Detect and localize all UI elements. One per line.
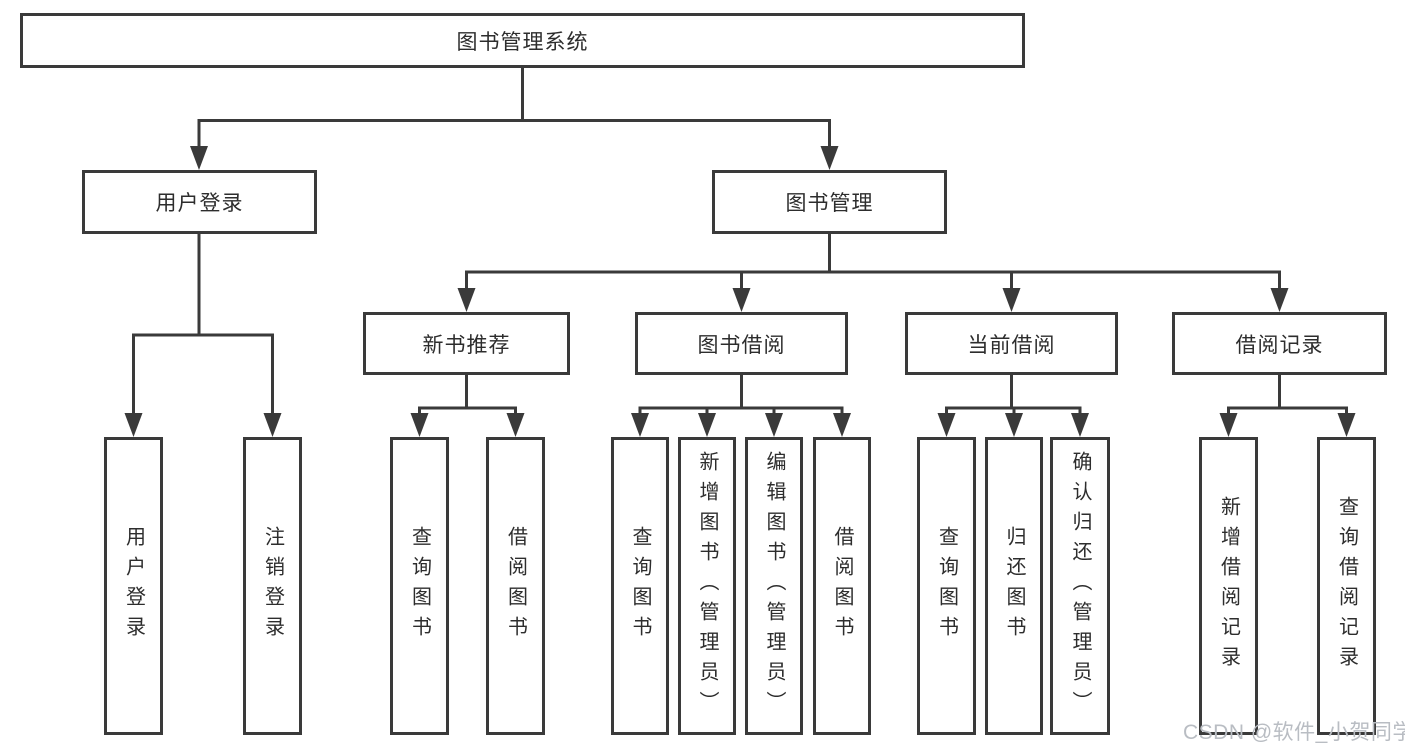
node-label: 查询图书 [629, 526, 651, 646]
leaf-query-books-current: 查询图书 [917, 437, 976, 735]
leaf-borrow-books-borrow: 借阅图书 [813, 437, 871, 735]
node-label: 查询图书 [408, 526, 431, 646]
node-label: 注销登录 [261, 526, 284, 646]
node-current-borrow: 当前借阅 [905, 312, 1118, 375]
node-label: 借阅图书 [504, 526, 527, 646]
node-label: 当前借阅 [967, 333, 1056, 357]
leaf-query-books-borrow: 查询图书 [611, 437, 669, 735]
node-label: 新增图书（管理员） [696, 451, 718, 721]
node-library-system: 图书管理系统 [20, 13, 1025, 68]
node-label: 图书管理系统 [456, 30, 589, 54]
leaf-edit-book-admin: 编辑图书（管理员） [745, 437, 803, 735]
leaf-confirm-return-admin: 确认归还（管理员） [1050, 437, 1110, 735]
node-new-book-recommend: 新书推荐 [363, 312, 570, 375]
node-label: 查询图书 [935, 526, 958, 646]
node-label: 确认归还（管理员） [1069, 451, 1091, 721]
node-borrow-records: 借阅记录 [1172, 312, 1387, 375]
leaf-logout: 注销登录 [243, 437, 302, 735]
node-label: 借阅记录 [1235, 333, 1324, 357]
node-label: 借阅图书 [831, 526, 853, 646]
leaf-return-books: 归还图书 [985, 437, 1043, 735]
node-label: 图书借阅 [697, 333, 786, 357]
leaf-user-login: 用户登录 [104, 437, 163, 735]
node-label: 归还图书 [1003, 526, 1025, 646]
leaf-borrow-books-recommend: 借阅图书 [486, 437, 545, 735]
leaf-add-book-admin: 新增图书（管理员） [678, 437, 736, 735]
node-label: 新增借阅记录 [1217, 496, 1240, 676]
node-user-login: 用户登录 [82, 170, 317, 234]
watermark: CSDN @软件_小贺同学 [1183, 721, 1405, 744]
node-label: 用户登录 [155, 192, 244, 215]
node-label: 编辑图书（管理员） [763, 451, 785, 721]
leaf-query-books-recommend: 查询图书 [390, 437, 449, 735]
node-label: 新书推荐 [422, 333, 511, 357]
leaf-query-borrow-record: 查询借阅记录 [1317, 437, 1376, 735]
node-book-borrow: 图书借阅 [635, 312, 848, 375]
node-label: 图书管理 [785, 192, 874, 215]
node-label: 用户登录 [122, 526, 145, 646]
node-label: 查询借阅记录 [1335, 496, 1358, 676]
leaf-add-borrow-record: 新增借阅记录 [1199, 437, 1258, 735]
node-book-management: 图书管理 [712, 170, 947, 234]
